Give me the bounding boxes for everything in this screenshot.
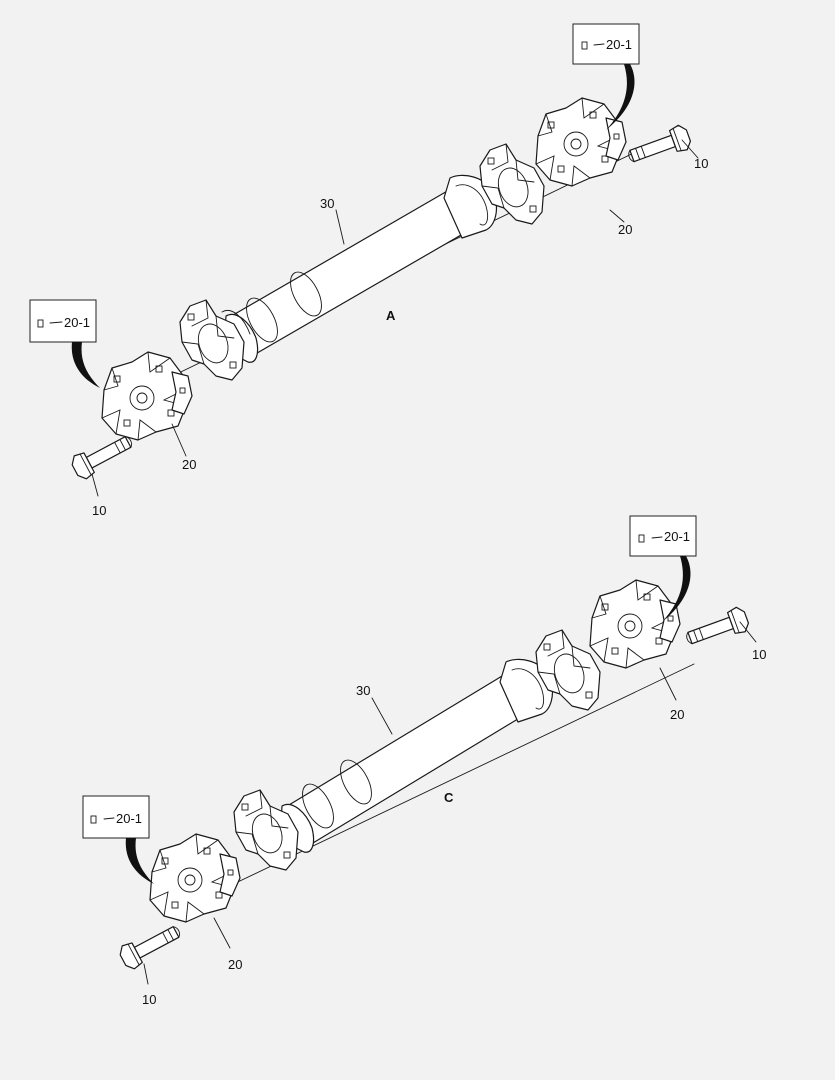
detail-pointer-c-lower: [125, 838, 154, 884]
detail-box-a-upper: 20-1: [572, 23, 640, 65]
flange-yoke-c-lower: [233, 789, 299, 871]
assembly-c: 30 20 20 10 10 C 20-1 20-1: [82, 515, 766, 1007]
view-label-a: A: [386, 308, 396, 323]
nut-icon: [90, 815, 97, 824]
nut-icon: [638, 534, 645, 543]
detail-label-c-upper: 20-1: [664, 529, 690, 544]
callout-10-c-upper: 10: [752, 647, 766, 662]
nut-icon: [581, 41, 588, 50]
leader-10-a-lower: [91, 473, 99, 497]
propeller-shaft-a: [221, 174, 498, 363]
detail-box-a-lower: 20-1: [29, 299, 97, 343]
callout-20-c-upper: 20: [670, 707, 684, 722]
callout-10-a-upper: 10: [694, 156, 708, 171]
leader-20-c-lower: [213, 917, 231, 949]
callout-30-c: 30: [356, 683, 370, 698]
view-label-c: C: [444, 790, 454, 805]
detail-box-c-upper: 20-1: [629, 515, 697, 557]
bolt-c-upper: [682, 604, 752, 652]
flex-coupling-c-lower: [149, 833, 241, 923]
nut-icon: [37, 319, 44, 328]
propeller-shaft-c: [279, 658, 554, 853]
detail-label-a-lower: 20-1: [64, 315, 90, 330]
flex-coupling-c-upper: [589, 579, 681, 669]
leader-20-c-upper: [659, 667, 677, 701]
callout-30-a: 30: [320, 196, 334, 211]
leader-30-c: [371, 697, 393, 735]
bolt-a-lower: [68, 428, 138, 483]
leader-30-a: [335, 209, 345, 245]
leader-20-a-lower: [171, 423, 187, 457]
leader-10-c-lower: [143, 963, 149, 985]
assembly-a: 30 20 20 10 10 A 20-1 20-1: [29, 23, 708, 518]
detail-pointer-a-lower: [71, 342, 100, 388]
callout-20-a-lower: 20: [182, 457, 196, 472]
detail-label-a-upper: 20-1: [606, 37, 632, 52]
callout-10-a-lower: 10: [92, 503, 106, 518]
flex-coupling-a-lower: [101, 351, 193, 441]
detail-label-c-lower: 20-1: [116, 811, 142, 826]
callout-10-c-lower: 10: [142, 992, 156, 1007]
callout-20-c-lower: 20: [228, 957, 242, 972]
callout-20-a-upper: 20: [618, 222, 632, 237]
leader-20-a-upper: [609, 209, 625, 223]
leader-10-a-upper: [681, 139, 699, 159]
flex-coupling-a-upper: [535, 97, 627, 187]
bolt-c-lower: [116, 918, 186, 973]
leader-10-c-upper: [739, 621, 757, 643]
bolt-a-upper: [624, 122, 694, 170]
detail-box-c-lower: 20-1: [82, 795, 150, 839]
